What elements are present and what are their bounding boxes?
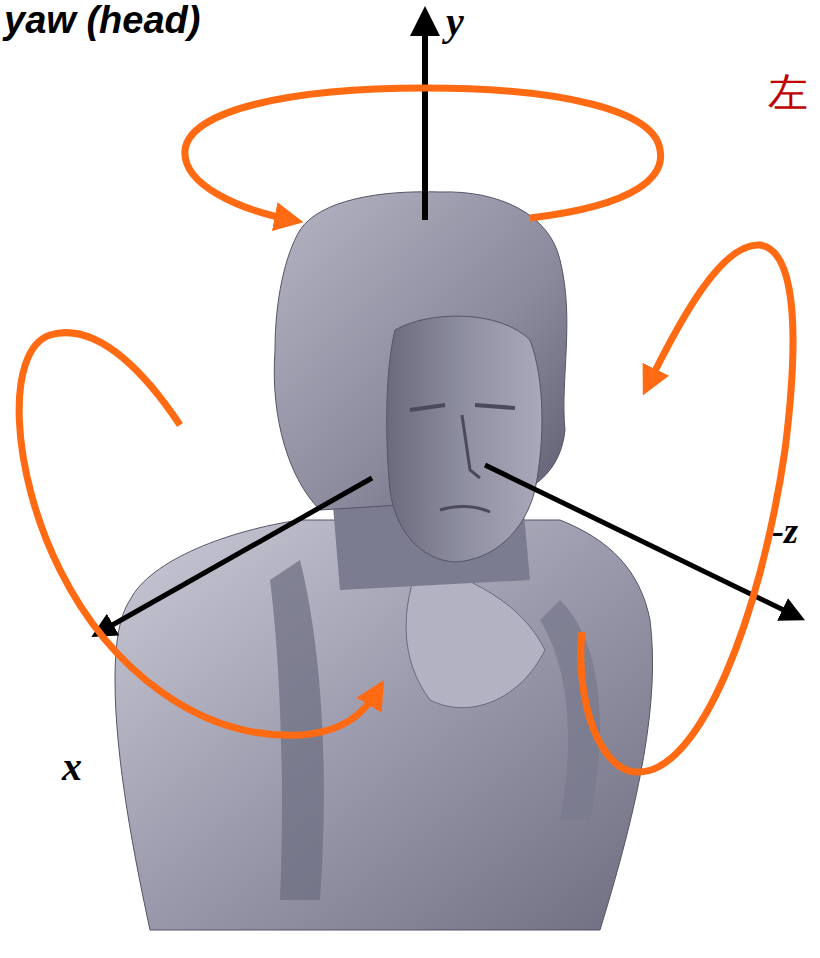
pitch-rotation-arrow (19, 333, 378, 736)
z-axis (485, 465, 796, 616)
axis-label: x (62, 745, 82, 789)
roll-rotation-arrow (581, 245, 793, 772)
rotation-name: yaw (head) (4, 0, 200, 42)
x-axis (100, 478, 372, 632)
bust-eyes (410, 405, 515, 410)
axis-label: -z (772, 512, 798, 552)
note-label: 左 (768, 70, 808, 114)
bust-mouth (440, 506, 490, 512)
y-axis (422, 18, 428, 220)
yaw-rotation-arrow (185, 88, 661, 220)
bust-face (387, 316, 542, 562)
axis-label: y (446, 0, 464, 44)
bust-nose (462, 415, 480, 478)
